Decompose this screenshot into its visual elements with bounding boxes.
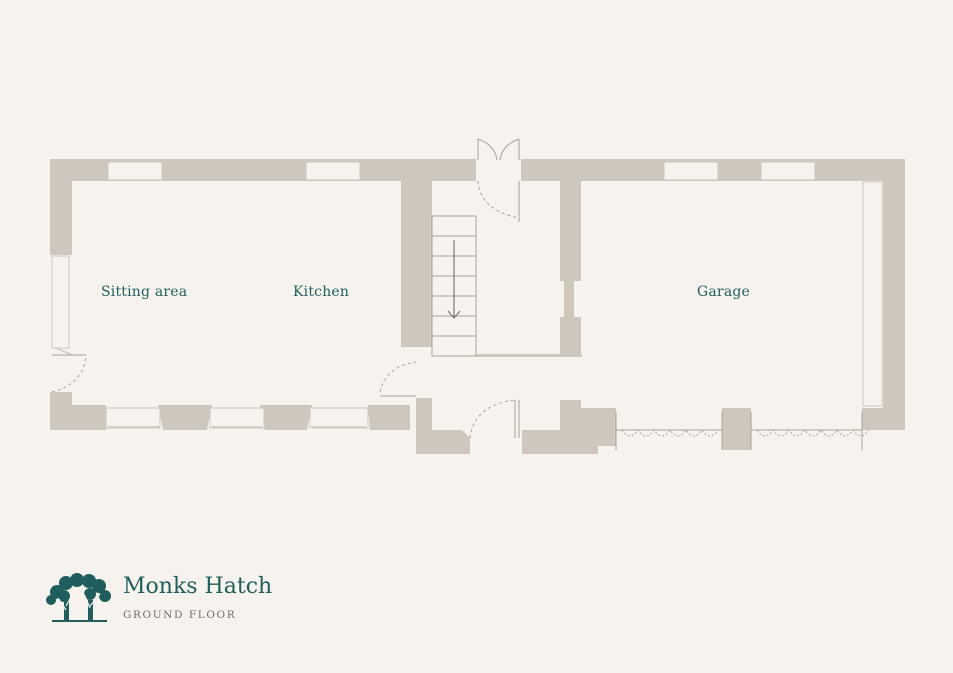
wall <box>158 405 212 430</box>
windows <box>51 161 883 429</box>
window <box>862 181 883 407</box>
room-label-kitchen: Kitchen <box>293 284 350 300</box>
garage-doors <box>615 412 870 450</box>
wall <box>50 405 106 430</box>
walls <box>50 159 905 454</box>
wall <box>368 405 410 430</box>
sills <box>55 347 366 428</box>
wall <box>722 408 751 450</box>
wall <box>401 181 432 347</box>
room-label-garage: Garage <box>697 284 751 300</box>
wall <box>476 354 582 357</box>
wall <box>560 317 581 355</box>
wall <box>260 405 312 430</box>
window <box>209 407 265 429</box>
floor-subtitle: GROUND FLOOR <box>123 609 237 621</box>
wall <box>560 181 581 281</box>
wall <box>416 430 470 454</box>
room-label-sitting-area: Sitting area <box>101 284 188 300</box>
staircase <box>431 215 477 357</box>
window <box>51 255 70 349</box>
brand-block: Monks Hatch GROUND FLOOR <box>44 572 272 624</box>
wall <box>522 400 616 454</box>
wall <box>883 159 905 430</box>
window <box>663 161 719 181</box>
tree-icon <box>46 573 111 622</box>
wall <box>564 281 574 317</box>
doors <box>51 138 520 439</box>
wall <box>862 408 905 430</box>
window <box>105 407 161 429</box>
window <box>107 161 163 181</box>
wall <box>50 159 72 255</box>
window <box>760 161 816 181</box>
wall <box>416 398 432 430</box>
brand-name: Monks Hatch <box>123 574 273 599</box>
window <box>305 161 361 181</box>
window <box>309 407 369 429</box>
